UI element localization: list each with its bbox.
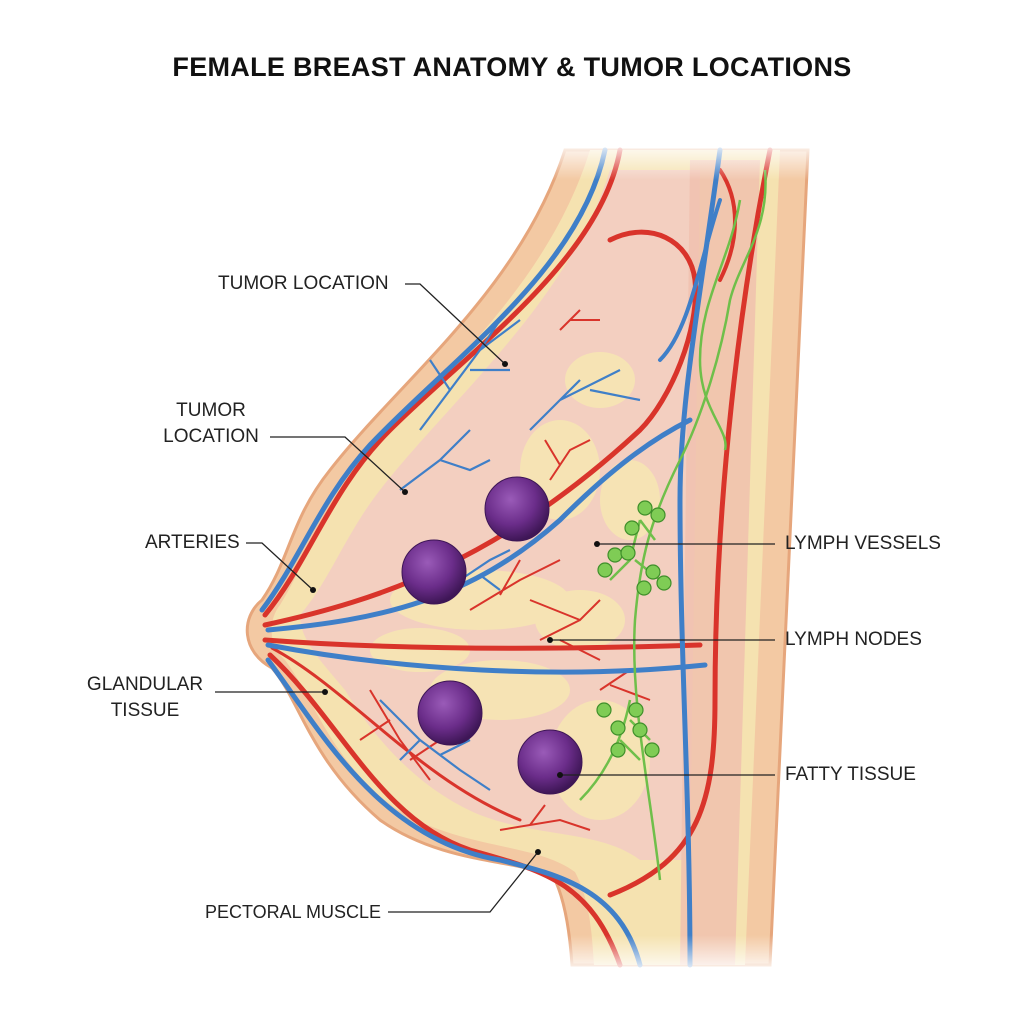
tumor-3 [417,680,483,746]
label-line: TISSUE [110,700,180,721]
label-glandular-tissue: GLANDULAR TISSUE [80,672,210,724]
label-lymph-nodes: LYMPH NODES [785,629,922,650]
label-lymph-vessels: LYMPH VESSELS [785,533,941,554]
label-line: GLANDULAR [86,674,204,695]
tumors [401,476,583,795]
label-line: LOCATION [163,426,259,447]
tumor-1 [484,476,550,542]
veins [259,147,723,968]
label-pectoral-muscle: PECTORAL MUSCLE [205,902,382,922]
leader-lines [215,283,775,913]
leader-dots [310,361,600,855]
label-tumor-location-2: TUMOR LOCATION [155,398,267,450]
label-fatty-tissue: FATTY TISSUE [785,764,916,785]
venules [379,319,641,791]
arterioles [359,309,651,831]
arteries [262,147,773,968]
label-line: TUMOR [176,400,246,421]
diagram-title: FEMALE BREAST ANATOMY & TUMOR LOCATIONS [172,52,852,82]
tumor-2 [401,539,467,605]
label-tumor-location-1: TUMOR LOCATION [218,273,389,294]
lymph-nodes [596,500,672,758]
label-arteries: ARTERIES [145,532,240,553]
tumor-4 [517,729,583,795]
